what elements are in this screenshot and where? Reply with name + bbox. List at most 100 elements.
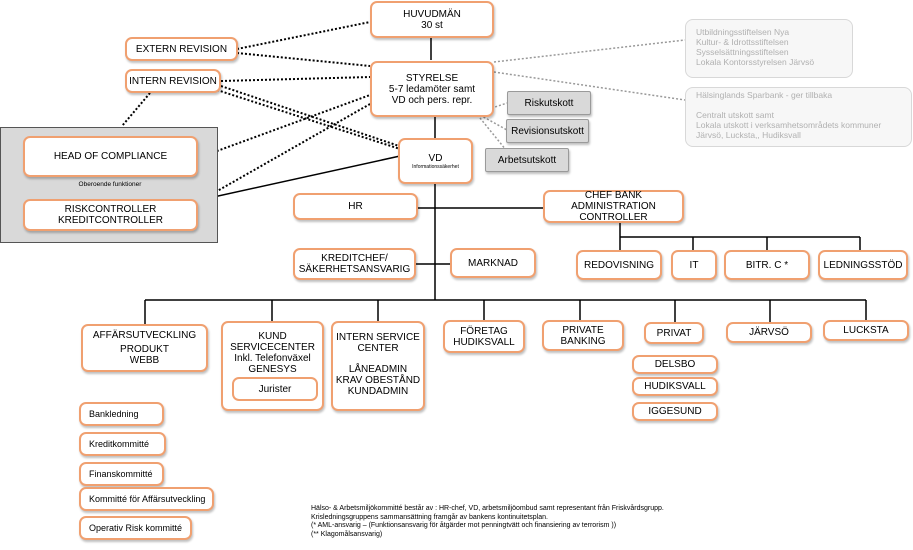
hr-box: HR xyxy=(293,193,418,220)
redovisning-label: REDOVISNING xyxy=(583,259,654,271)
it-box: IT xyxy=(671,250,717,280)
committee-finans: Finanskommitté xyxy=(79,462,164,486)
private-title: PRIVATE xyxy=(562,324,604,336)
styrelse-note: VD och pers. repr. xyxy=(391,94,473,106)
committee-label: Kommitté för Affärsutveckling xyxy=(89,493,206,504)
affarsutveckling-box: AFFÄRSUTVECKLING PRODUKT WEBB xyxy=(81,324,208,372)
privat-label: PRIVAT xyxy=(656,327,692,339)
ledningsstod-label: LEDNINGSSTÖD xyxy=(823,259,903,271)
kreditcontroller-label: KREDITCONTROLLER xyxy=(57,215,163,226)
huvudman-title: HUVUDMÄN xyxy=(403,8,461,20)
kreditchef-title: KREDITCHEF/ xyxy=(321,253,388,264)
marknad-box: MARKNAD xyxy=(450,248,536,278)
styrelse-title: STYRELSE xyxy=(405,72,459,84)
ghost-line: Hälsinglands Sparbank - ger tillbaka xyxy=(696,90,833,100)
committee-label: Finanskommitté xyxy=(89,468,153,479)
riskcontroller-box: RISKCONTROLLER KREDITCONTROLLER xyxy=(23,199,198,231)
vd-box: VD Informationssäkerhet xyxy=(398,138,473,184)
riskutskott-label: Riskutskott xyxy=(524,97,574,109)
lucksta-label: LUCKSTA xyxy=(843,325,889,336)
arbetsutskott-box: Arbetsutskott xyxy=(485,148,569,172)
ghost-line xyxy=(696,100,901,110)
delsbo-label: DELSBO xyxy=(654,359,696,370)
ghost-line: Lokala Kontorsstyrelsen Järvsö xyxy=(696,57,815,67)
revisionsutskott-box: Revisionsutskott xyxy=(506,119,589,143)
hudiksvall-label: HUDIKSVALL xyxy=(644,381,706,392)
webb-label: WEBB xyxy=(129,355,160,366)
bitr-c-box: BITR. C * xyxy=(724,250,810,280)
isc-title-1: INTERN SERVICE xyxy=(336,332,420,343)
ghost-line: Kultur- & Idrottsstiftelsen xyxy=(696,37,789,47)
huvudman-box: HUVUDMÄN 30 st xyxy=(370,1,494,38)
intern-revision-box: INTERN REVISION xyxy=(125,69,221,93)
ghost-line: Sysselsättningsstiftelsen xyxy=(696,47,789,57)
lucksta-box: LUCKSTA xyxy=(823,320,909,341)
jurister-label: Jurister xyxy=(258,383,292,395)
riskcontroller-label: RISKCONTROLLER xyxy=(64,204,157,215)
committee-label: Kreditkommitté xyxy=(89,438,150,449)
jarvso-label: JÄRVSÖ xyxy=(749,327,789,338)
produkt-label: PRODUKT xyxy=(120,344,169,355)
intern-service-center-box: INTERN SERVICE CENTER LÅNEADMIN KRAV OBE… xyxy=(331,321,425,411)
independent-caption: Oberoende funktioner xyxy=(78,181,142,188)
sparbank-ghost-box: Hälsinglands Sparbank - ger tillbaka Cen… xyxy=(685,87,912,147)
ghost-line: Utbildningsstiftelsen Nya xyxy=(696,27,790,37)
kundadmin-label: KUNDADMIN xyxy=(347,386,409,397)
footnote-line: Hälso- & Arbetsmiljökommitté består av :… xyxy=(311,505,664,512)
ghost-line: Lokala utskott i verksamhetsområdets kom… xyxy=(696,120,882,130)
telefonvaxel-label: Inkl. Telefonväxel xyxy=(234,353,311,364)
committee-affarsutveckling: Kommitté för Affärsutveckling xyxy=(79,487,214,511)
compliance-label: HEAD OF COMPLIANCE xyxy=(53,151,168,162)
it-label: IT xyxy=(689,259,699,271)
delsbo-box: DELSBO xyxy=(632,355,718,374)
jarvso-box: JÄRVSÖ xyxy=(726,322,812,343)
styrelse-members: 5-7 ledamöter samt xyxy=(388,83,476,95)
marknad-label: MARKNAD xyxy=(467,257,518,269)
genesys-label: GENESYS xyxy=(248,364,297,375)
krav-obestand-label: KRAV OBESTÅND xyxy=(335,375,421,386)
bitr-c-label: BITR. C * xyxy=(745,259,789,271)
foretag-title: FÖRETAG xyxy=(460,325,508,337)
committee-label: Operativ Risk kommitté xyxy=(89,522,183,533)
iggesund-label: IGGESUND xyxy=(648,406,702,417)
affarsutveckling-title: AFFÄRSUTVECKLING xyxy=(92,330,197,341)
footnote-line: Krisledningsgruppens sammansättning fram… xyxy=(311,513,548,521)
owners-ghost-box: Utbildningsstiftelsen Nya Kultur- & Idro… xyxy=(685,19,853,78)
extern-revision-box: EXTERN REVISION xyxy=(125,37,238,61)
huvudman-count: 30 st xyxy=(421,19,443,31)
privat-box: PRIVAT xyxy=(644,322,704,344)
hudiksvall-box: HUDIKSVALL xyxy=(632,377,718,396)
extern-revision-label: EXTERN REVISION xyxy=(135,43,228,55)
intern-revision-label: INTERN REVISION xyxy=(129,75,217,87)
kreditchef-box: KREDITCHEF/ SÄKERHETSANSVARIG xyxy=(293,248,416,280)
servicecenter-title: SERVICECENTER xyxy=(230,342,315,353)
footnote-line: (* AML-ansvarig – (Funktionsansvarig för… xyxy=(311,522,617,529)
styrelse-box: STYRELSE 5-7 ledamöter samt VD och pers.… xyxy=(370,61,494,117)
committee-operativ-risk: Operativ Risk kommitté xyxy=(79,516,192,540)
foretag-box: FÖRETAG HUDIKSVALL xyxy=(443,320,525,353)
footnote-line: (** Klagomålsansvarig) xyxy=(311,530,383,538)
ledningsstod-box: LEDNINGSSTÖD xyxy=(818,250,908,280)
banking-title: BANKING xyxy=(560,335,606,347)
kund-title: KUND xyxy=(258,331,287,342)
vd-subtitle: Informationssäkerhet xyxy=(412,163,459,170)
footnotes: Hälso- & Arbetsmiljökommitté består av :… xyxy=(311,505,664,539)
revisionsutskott-label: Revisionsutskott xyxy=(511,125,584,137)
redovisning-box: REDOVISNING xyxy=(576,250,662,280)
private-banking-box: PRIVATE BANKING xyxy=(542,320,624,351)
hr-label: HR xyxy=(348,201,363,212)
arbetsutskott-label: Arbetsutskott xyxy=(497,154,557,166)
jurister-box: Jurister xyxy=(232,377,318,401)
committee-kredit: Kreditkommitté xyxy=(79,432,166,456)
riskutskott-box: Riskutskott xyxy=(507,91,591,115)
foretag-hudiksvall: HUDIKSVALL xyxy=(453,336,515,348)
isc-title-2: CENTER xyxy=(357,343,399,354)
chef-bank-admin-box: CHEF BANK ADMINISTRATION CONTROLLER xyxy=(543,190,684,223)
committee-label: Bankledning xyxy=(89,408,139,419)
iggesund-box: IGGESUND xyxy=(632,402,718,421)
controller-title: CONTROLLER xyxy=(579,212,648,223)
sakerhetsansvarig-title: SÄKERHETSANSVARIG xyxy=(298,264,411,275)
vd-title: VD xyxy=(428,152,443,164)
committee-bankledning: Bankledning xyxy=(79,402,164,426)
